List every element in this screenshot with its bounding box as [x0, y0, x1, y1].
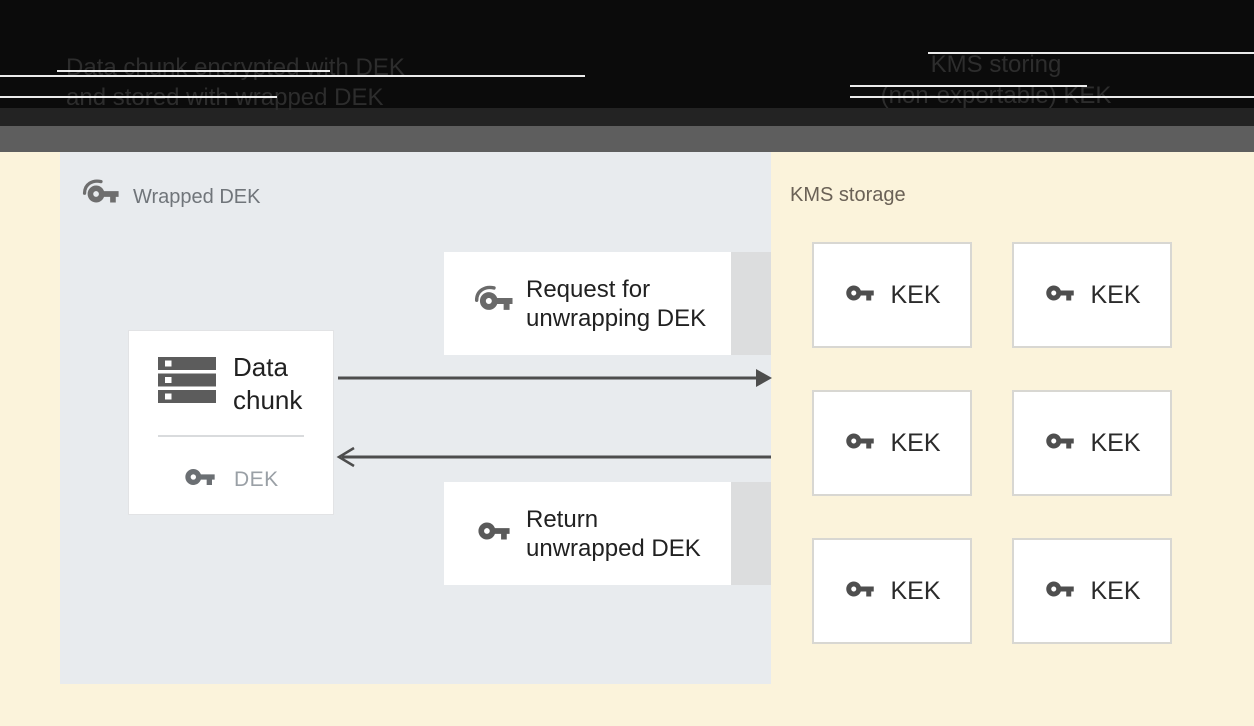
return-box-text: Return unwrapped DEK: [526, 505, 701, 563]
request-box-line2: unwrapping DEK: [526, 304, 707, 332]
return-box-line2: unwrapped DEK: [526, 534, 701, 562]
kek-box: KEK: [1012, 390, 1172, 496]
scanline-artifact: [850, 85, 1087, 87]
key-icon: [1043, 426, 1077, 461]
kek-label: KEK: [890, 280, 941, 309]
scanline-artifact: [0, 75, 585, 77]
data-chunk-box: Data chunk DEK: [128, 330, 334, 515]
kek-box: KEK: [1012, 538, 1172, 644]
header-divider-bar: [0, 126, 1254, 152]
wrapped-dek-label: Wrapped DEK: [133, 185, 261, 208]
return-box-line1: Return: [526, 505, 599, 533]
kek-box: KEK: [812, 538, 972, 644]
header-left-line1: Data chunk encrypted with DEK: [66, 54, 405, 81]
scanline-artifact: [928, 52, 1254, 54]
key-icon: [843, 426, 877, 461]
kms-storage-label: KMS storage: [790, 184, 906, 206]
return-box-shadow: [731, 482, 771, 585]
kek-box: KEK: [812, 242, 972, 348]
key-icon: [474, 514, 514, 553]
data-chunk-title-line2: chunk: [233, 385, 303, 415]
kek-label: KEK: [890, 576, 941, 605]
data-chunk-title: Data chunk: [233, 351, 302, 417]
wrapped-key-icon: [474, 283, 514, 324]
request-box-line1: Request for: [526, 275, 651, 303]
request-box-shadow: [731, 252, 771, 355]
kek-label: KEK: [890, 428, 941, 457]
request-unwrapping-dek-box: Request for unwrapping DEK: [444, 252, 731, 355]
key-icon: [182, 461, 218, 498]
header-right-line1: KMS storing: [930, 51, 1062, 78]
return-unwrapped-dek-box: Return unwrapped DEK: [444, 482, 731, 585]
kek-label: KEK: [1090, 280, 1141, 309]
header-subband: [0, 108, 1254, 126]
key-icon: [843, 278, 877, 313]
wrapped-key-icon: [82, 177, 120, 217]
data-chunk-divider: [158, 435, 304, 437]
scanline-artifact: [0, 96, 277, 98]
header-band: [0, 0, 1254, 108]
scanline-artifact: [57, 70, 330, 72]
dek-label: DEK: [234, 467, 279, 491]
dek-row: DEK: [182, 461, 279, 498]
header-left-line2: and stored with wrapped DEK: [66, 84, 384, 111]
kek-label: KEK: [1090, 428, 1141, 457]
data-chunk-storage-icon: [158, 357, 216, 408]
data-chunk-title-line1: Data: [233, 352, 288, 382]
key-icon: [843, 574, 877, 609]
key-icon: [1043, 278, 1077, 313]
request-box-text: Request for unwrapping DEK: [526, 275, 706, 333]
wrapped-dek-label-row: Wrapped DEK: [82, 177, 260, 217]
kek-box: KEK: [1012, 242, 1172, 348]
kek-label: KEK: [1090, 576, 1141, 605]
kek-box: KEK: [812, 390, 972, 496]
scanline-artifact: [850, 96, 1254, 98]
key-icon: [1043, 574, 1077, 609]
